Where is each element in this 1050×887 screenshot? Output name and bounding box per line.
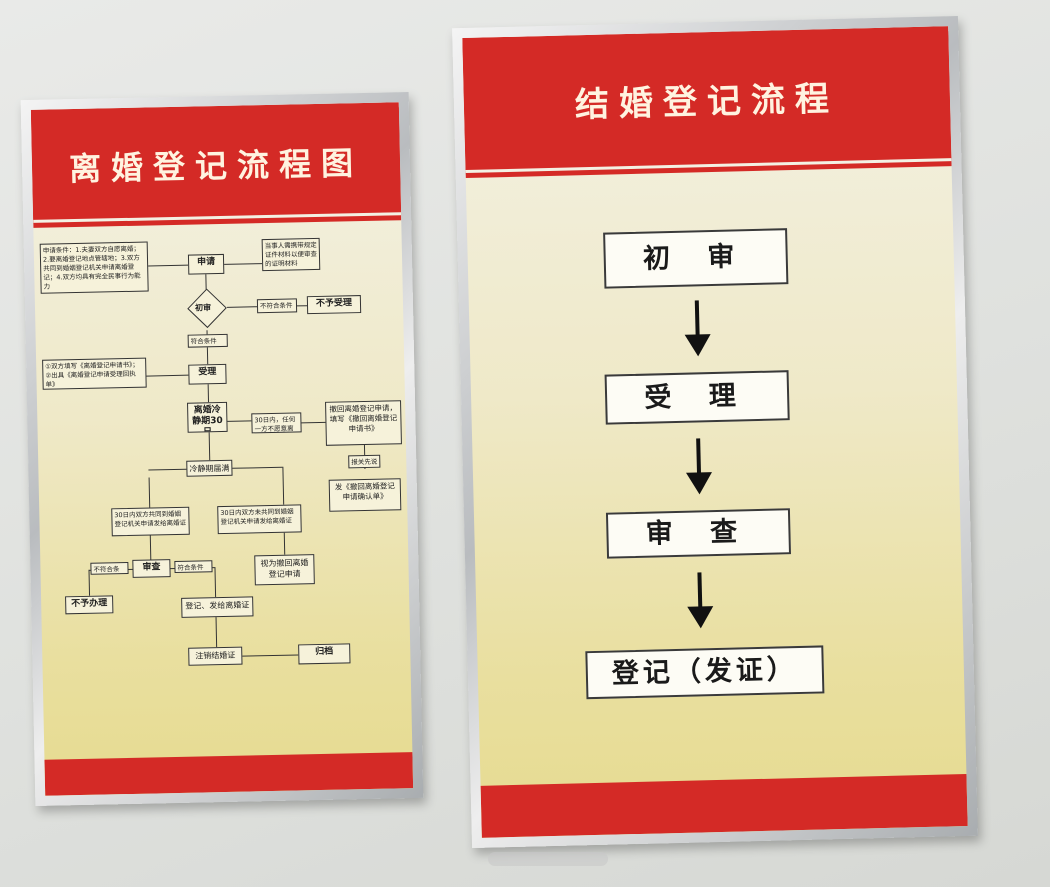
yes-condition-label: 符合条件 <box>174 560 213 574</box>
marriage-poster-title: 结婚登记流程 <box>462 26 952 174</box>
divorce-poster-frame: 离婚登记流程图 申请条件：1.夫妻双方自愿离婚；2.要离婚登记地点管辖地；3.双… <box>20 92 424 806</box>
apply-box: 申请 <box>187 253 225 275</box>
deemed-withdraw-box: 视为撤回离婚登记申请 <box>254 554 315 586</box>
within-30-days-note: 30日内，任何一方不愿意离婚 <box>251 412 302 434</box>
apply-conditions-note: 申请条件：1.夫妻双方自愿离婚；2.要离婚登记地点管辖地；3.双方共同到婚姻登记… <box>39 241 149 294</box>
arrow-down-icon <box>696 438 702 491</box>
no-condition-label: 不符合条件 <box>90 561 129 575</box>
report-label: 报关先说 <box>348 454 381 469</box>
documents-note: 当事人需携带规定证件材料以便审查的证明材料 <box>261 237 321 272</box>
not-apply-note: 30日内双方未共同到婚姻登记机关申请发给离婚证 <box>217 504 302 535</box>
cooling-period-box: 离婚冷静期30日 <box>187 401 228 433</box>
step-examine: 审 查 <box>605 508 792 559</box>
withdraw-apply-box: 撤回离婚登记申请，填写《撤回离婚登记申请书》 <box>325 400 402 446</box>
accept-box: 受理 <box>188 363 227 385</box>
arrow-down-icon <box>697 572 703 625</box>
step-first-review: 初 审 <box>603 228 789 289</box>
issue-withdraw-confirmation-box: 发《撤回离婚登记申请确认单》 <box>328 478 402 512</box>
watermark-blur <box>488 852 608 866</box>
step-register-issue: 登记（发证） <box>585 645 825 700</box>
arrow-down-icon <box>694 300 701 353</box>
marriage-poster: 结婚登记流程 初 审 受 理 审 查 登记（发证） <box>462 26 968 838</box>
step-accept: 受 理 <box>604 370 790 425</box>
reject-box: 不予受理 <box>306 295 362 315</box>
both-apply-note: 30日内双方共同到婚姻登记机关申请发给离婚证 <box>111 506 190 537</box>
marriage-poster-footer <box>480 773 968 838</box>
meet-label: 符合条件 <box>187 333 228 348</box>
archive-box: 归档 <box>298 643 351 665</box>
accept-note: ①双方填写《离婚登记申请书》；②出具《离婚登记申请受理回执单》 <box>42 357 147 390</box>
cancel-marriage-cert-box: 注销结婚证 <box>188 646 243 666</box>
first-review-label: 初审 <box>194 303 212 313</box>
review-box: 审查 <box>132 559 171 578</box>
cooling-end-box: 冷静期届满 <box>186 459 233 477</box>
divorce-poster-title: 离婚登记流程图 <box>30 102 402 223</box>
not-meet-label: 不符合条件 <box>256 298 298 314</box>
divorce-poster: 离婚登记流程图 申请条件：1.夫妻双方自愿离婚；2.要离婚登记地点管辖地；3.双… <box>30 102 414 796</box>
register-issue-box: 登记、发给离婚证 <box>181 596 254 618</box>
no-handle-box: 不予办理 <box>65 595 114 615</box>
marriage-poster-frame: 结婚登记流程 初 审 受 理 审 查 登记（发证） <box>452 15 978 849</box>
divorce-poster-footer <box>44 752 414 796</box>
divorce-flowchart: 申请条件：1.夫妻双方自愿离婚；2.要离婚登记地点管辖地；3.双方共同到婚姻登记… <box>34 232 412 740</box>
